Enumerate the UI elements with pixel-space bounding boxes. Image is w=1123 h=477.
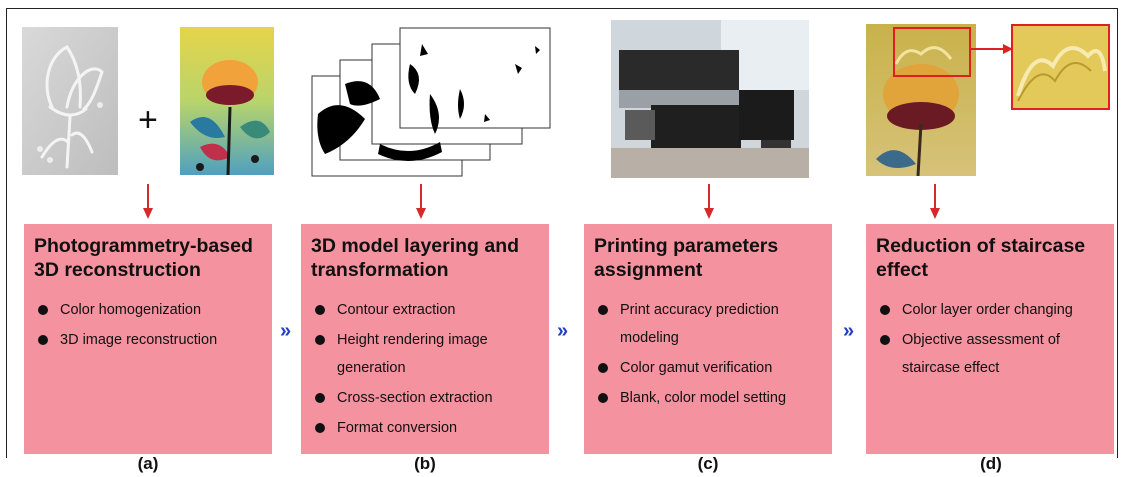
- chevron-right-icon: »: [843, 320, 854, 342]
- chevron-right-icon: »: [280, 320, 291, 342]
- down-arrow-d: [930, 184, 940, 219]
- chevron-right-icon: »: [557, 320, 568, 342]
- down-arrow-b: [416, 184, 426, 219]
- list-item: 3D image reconstruction: [34, 326, 262, 354]
- bullet-icon: [598, 393, 608, 403]
- list-item: Color homogenization: [34, 296, 262, 324]
- panel-label-b: (b): [414, 454, 436, 473]
- bullet-icon: [598, 363, 608, 373]
- list-item: Height rendering image generation: [311, 326, 539, 382]
- bullet-icon: [598, 305, 608, 315]
- bullet-icon: [315, 423, 325, 433]
- down-arrow-a: [143, 184, 153, 219]
- layer-stack-illustration: [310, 24, 560, 180]
- printed-relief-photo: [866, 24, 976, 176]
- list-item: Cross-section extraction: [311, 384, 539, 412]
- step-box-b: 3D model layering and transformation Con…: [301, 224, 549, 454]
- list-item: Contour extraction: [311, 296, 539, 324]
- down-arrow-c: [704, 184, 714, 219]
- step-title-b: 3D model layering and transformation: [311, 235, 520, 281]
- zoom-region-box: [893, 27, 971, 77]
- bullet-icon: [315, 305, 325, 315]
- painted-flower-photo: [180, 27, 274, 175]
- plus-sign: +: [138, 101, 158, 139]
- bullet-icon: [880, 335, 890, 345]
- step-box-a: Photogrammetry-based 3D reconstruction C…: [24, 224, 272, 454]
- panel-label-d: (d): [980, 454, 1002, 473]
- list-item: Blank, color model setting: [594, 384, 822, 412]
- bullet-icon: [315, 393, 325, 403]
- step-list-a: Color homogenization 3D image reconstruc…: [34, 296, 262, 354]
- bullet-icon: [880, 305, 890, 315]
- relief-photo-gray: [22, 27, 118, 175]
- panel-label-c: (c): [697, 454, 719, 473]
- list-item: Color layer order changing: [876, 296, 1104, 324]
- bullet-icon: [38, 335, 48, 345]
- bullet-icon: [38, 305, 48, 315]
- list-item: Print accuracy prediction modeling: [594, 296, 822, 352]
- list-item: Color gamut verification: [594, 354, 822, 382]
- list-item: Objective assessment of staircase effect: [876, 326, 1104, 382]
- list-item: Format conversion: [311, 414, 539, 442]
- figure-frame: [6, 8, 1118, 458]
- panel-label-a: (a): [137, 454, 159, 473]
- uv-printer-photo: [611, 20, 809, 178]
- step-title-c: Printing parameters assignment: [594, 235, 779, 281]
- step-list-d: Color layer order changing Objective ass…: [876, 296, 1104, 382]
- step-list-c: Print accuracy prediction modeling Color…: [594, 296, 822, 412]
- step-title-d: Reduction of staircase effect: [876, 235, 1086, 281]
- zoom-arrow: [971, 44, 1013, 54]
- bullet-icon: [315, 335, 325, 345]
- step-box-c: Printing parameters assignment Print acc…: [584, 224, 832, 454]
- zoomed-detail-photo: [1011, 24, 1110, 110]
- step-list-b: Contour extraction Height rendering imag…: [311, 296, 539, 442]
- step-box-d: Reduction of staircase effect Color laye…: [866, 224, 1114, 454]
- step-title-a: Photogrammetry-based 3D reconstruction: [34, 235, 253, 281]
